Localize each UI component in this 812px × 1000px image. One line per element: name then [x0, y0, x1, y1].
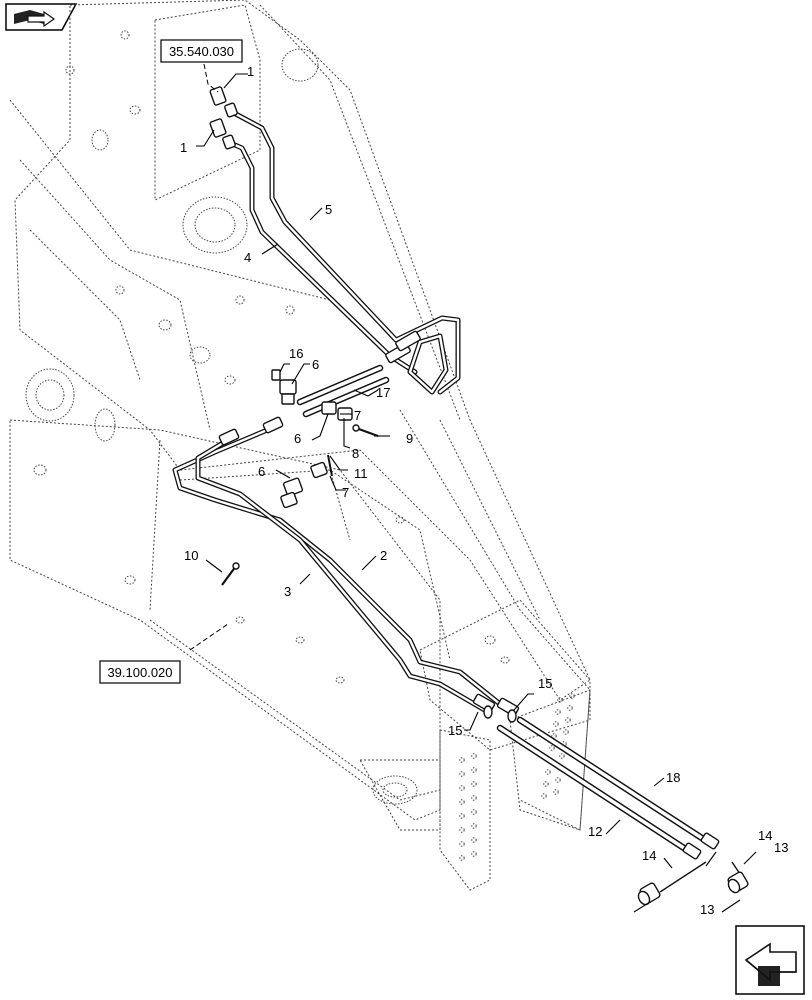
callout-12: 12 — [588, 824, 602, 839]
bolt-10[interactable] — [221, 562, 240, 586]
callout-4: 4 — [244, 250, 251, 265]
callout-6a: 6 — [312, 357, 319, 372]
callout-16: 16 — [289, 346, 303, 361]
callout-8: 8 — [352, 446, 359, 461]
callout-5: 5 — [325, 202, 332, 217]
ref-label-top[interactable]: 35.540.030 — [160, 39, 243, 63]
ref-label-bottom-text: 39.100.020 — [107, 665, 172, 680]
hose-18[interactable] — [516, 716, 712, 846]
callout-2: 2 — [380, 548, 387, 563]
hose-12[interactable] — [496, 724, 694, 856]
bolt-9[interactable] — [352, 424, 379, 437]
tube-return-loop[interactable] — [407, 333, 449, 395]
nut-11[interactable] — [327, 454, 333, 477]
callout-15a: 15 — [538, 676, 552, 691]
hose-end-fittings[interactable] — [682, 832, 720, 860]
callout-15b: 15 — [448, 723, 462, 738]
callout-9: 9 — [406, 431, 413, 446]
callout-13b: 13 — [700, 902, 714, 917]
tube-5[interactable] — [229, 109, 461, 395]
frame-holes — [25, 30, 575, 861]
clamp-6-lower[interactable] — [280, 477, 304, 509]
ref-label-top-text: 35.540.030 — [169, 44, 234, 59]
callout-10: 10 — [184, 548, 198, 563]
callout-numbers: 1 1 4 5 16 6 17 6 7 8 9 11 6 7 10 3 2 15… — [180, 64, 788, 917]
next-page-arrow-icon[interactable] — [735, 925, 805, 995]
bolt-16[interactable] — [271, 369, 281, 381]
book-arrow-icon[interactable] — [5, 3, 78, 31]
callout-7a: 7 — [354, 408, 361, 423]
fitting-1-lower[interactable] — [209, 118, 236, 150]
callout-18: 18 — [666, 770, 680, 785]
callout-1a: 1 — [247, 64, 254, 79]
callout-13a: 13 — [774, 840, 788, 855]
callout-11: 11 — [354, 466, 368, 481]
machine-frame-outline — [9, 0, 591, 891]
ref-label-bottom[interactable]: 39.100.020 — [99, 660, 181, 684]
callout-14a: 14 — [642, 848, 656, 863]
tube-2[interactable] — [172, 425, 513, 715]
fitting-15-left[interactable] — [472, 693, 496, 719]
dust-cap-13-left[interactable] — [636, 861, 707, 907]
callout-1b: 1 — [180, 140, 187, 155]
tube-4[interactable] — [225, 139, 418, 375]
dust-cap-13-right[interactable] — [726, 861, 749, 895]
clamp-6-upper[interactable] — [279, 379, 297, 405]
callout-17: 17 — [376, 385, 390, 400]
union-fittings-mid[interactable] — [218, 330, 421, 446]
tube-3[interactable] — [195, 437, 491, 715]
callout-7b: 7 — [342, 485, 349, 500]
callout-6c: 6 — [258, 464, 265, 479]
hose-17[interactable] — [296, 364, 390, 418]
clamp-7-lower[interactable] — [310, 461, 328, 479]
fitting-1-upper[interactable] — [209, 86, 238, 118]
fitting-15-right[interactable] — [496, 697, 520, 723]
callout-3: 3 — [284, 584, 291, 599]
callout-6b: 6 — [294, 431, 301, 446]
callout-14b: 14 — [758, 828, 772, 843]
leader-lines — [189, 63, 757, 913]
